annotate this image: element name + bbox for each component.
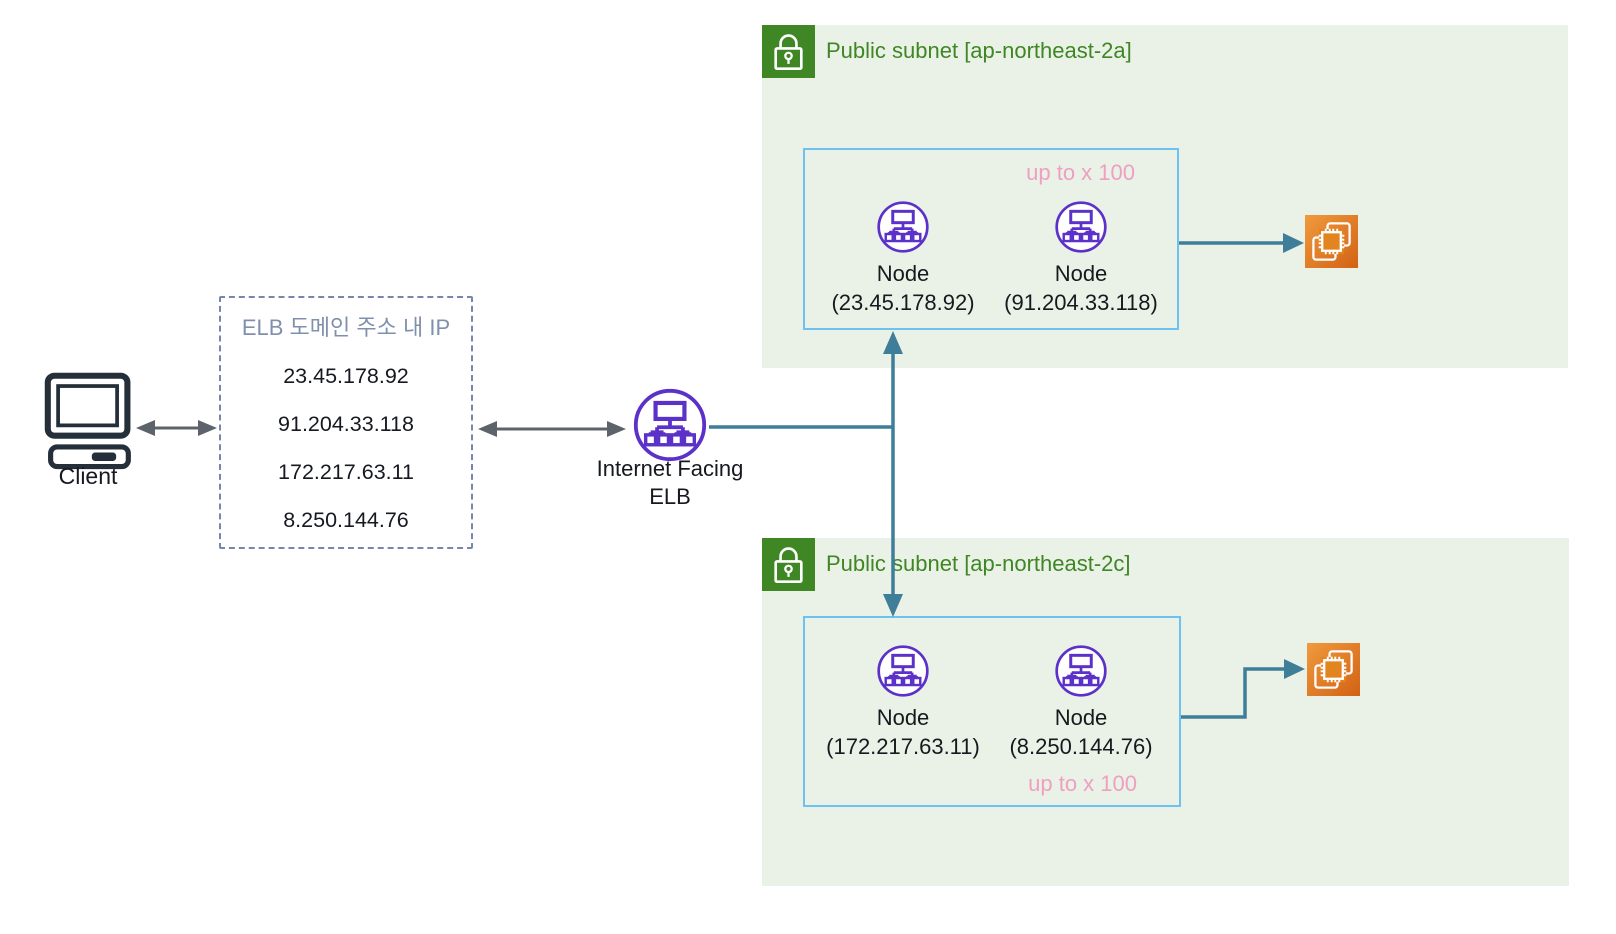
elastic-load-balancer-icon [633, 388, 707, 462]
elb-label: Internet Facing ELB [555, 455, 785, 511]
node-name: Node [876, 261, 930, 286]
elb-label-line1: Internet Facing [596, 456, 744, 481]
subnet-title: Public subnet [ap-northeast-2c] [826, 551, 1131, 576]
client-label: Client [58, 463, 118, 489]
subnet-box-ap-northeast-2c: Public subnet [ap-northeast-2c] up to x … [762, 538, 1569, 886]
load-balancer-node-icon [877, 645, 929, 697]
node-name: Node [876, 705, 930, 730]
elb-ip-box-title: ELB 도메인 주소 내 IP [241, 315, 451, 340]
node-item: Node (91.204.33.118) [993, 200, 1169, 318]
ip-value: 91.204.33.118 [278, 412, 414, 436]
node-name: Node [1054, 261, 1108, 286]
node-ip: (172.217.63.11) [826, 734, 980, 759]
node-item: Node (8.250.144.76) [993, 644, 1169, 762]
public-subnet-lock-icon [762, 538, 815, 591]
subnet-box-ap-northeast-2a: Public subnet [ap-northeast-2a] up to x … [762, 25, 1568, 368]
node-item: Node (23.45.178.92) [815, 200, 991, 318]
load-balancer-node-icon [1055, 645, 1107, 697]
elb-ip-list: 23.45.178.92 91.204.33.118 172.217.63.11… [221, 352, 471, 544]
desktop-computer-icon [44, 372, 131, 470]
node-group-2a: up to x 100 Node (23.45.178.92) [803, 148, 1179, 330]
elb-ip-box: ELB 도메인 주소 내 IP 23.45.178.92 91.204.33.1… [219, 296, 473, 549]
node-ip: (8.250.144.76) [1009, 734, 1153, 759]
scale-note: up to x 100 [1028, 771, 1137, 796]
node-item: Node (172.217.63.11) [815, 644, 991, 762]
load-balancer-node-icon [877, 201, 929, 253]
node-name: Node [1054, 705, 1108, 730]
ec2-instances-icon [1307, 643, 1360, 696]
ip-value: 23.45.178.92 [283, 364, 409, 388]
ip-value: 8.250.144.76 [283, 508, 409, 532]
node-ip: (91.204.33.118) [1004, 290, 1158, 315]
node-group-2c: up to x 100 Node (172.217.63.11) [803, 616, 1181, 807]
load-balancer-node-icon [1055, 201, 1107, 253]
subnet-title: Public subnet [ap-northeast-2a] [826, 38, 1132, 63]
node-ip: (23.45.178.92) [831, 290, 975, 315]
elb-label-line2: ELB [649, 484, 691, 509]
scale-note: up to x 100 [1026, 160, 1135, 185]
ip-value: 172.217.63.11 [278, 460, 414, 484]
public-subnet-lock-icon [762, 25, 815, 78]
ec2-instances-icon [1305, 215, 1358, 268]
